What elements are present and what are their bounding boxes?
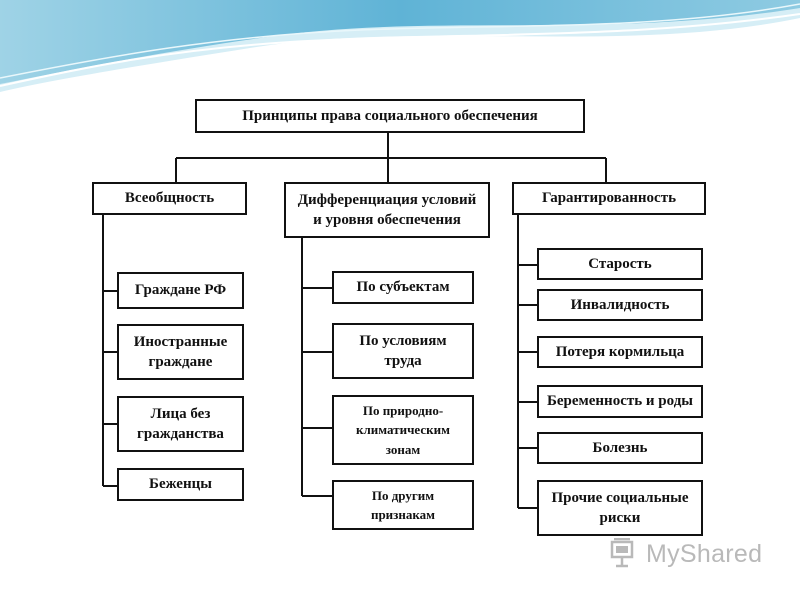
item-by-work-conditions: По условиям труда [332, 323, 474, 379]
column-header-guarantee: Гарантированность [512, 182, 706, 215]
item-other-social-risks: Прочие социальные риски [537, 480, 703, 536]
myshared-logo: MyShared [608, 536, 762, 572]
item-old-age: Старость [537, 248, 703, 280]
item-loss-of-breadwinner: Потеря кормильца [537, 336, 703, 368]
item-pregnancy-childbirth: Беременность и роды [537, 385, 703, 418]
item-illness: Болезнь [537, 432, 703, 464]
item-citizens-rf: Граждане РФ [117, 272, 244, 309]
item-stateless-persons: Лица без гражданства [117, 396, 244, 452]
item-foreign-citizens: Иностранные граждане [117, 324, 244, 380]
logo-text: MyShared [646, 539, 763, 568]
presentation-board-icon [610, 538, 634, 568]
item-disability: Инвалидность [537, 289, 703, 321]
item-refugees: Беженцы [117, 468, 244, 501]
header-wave-banner [0, 0, 800, 92]
item-by-climate-zones: По природно- климатическим зонам [332, 395, 474, 465]
item-by-other-features: По другим признакам [332, 480, 474, 530]
column-header-universality: Всеобщность [92, 182, 247, 215]
root-principles-box: Принципы права социального обеспечения [195, 99, 585, 133]
column-header-differentiation: Дифференциация условий и уровня обеспече… [284, 182, 490, 238]
item-by-subjects: По субъектам [332, 271, 474, 304]
